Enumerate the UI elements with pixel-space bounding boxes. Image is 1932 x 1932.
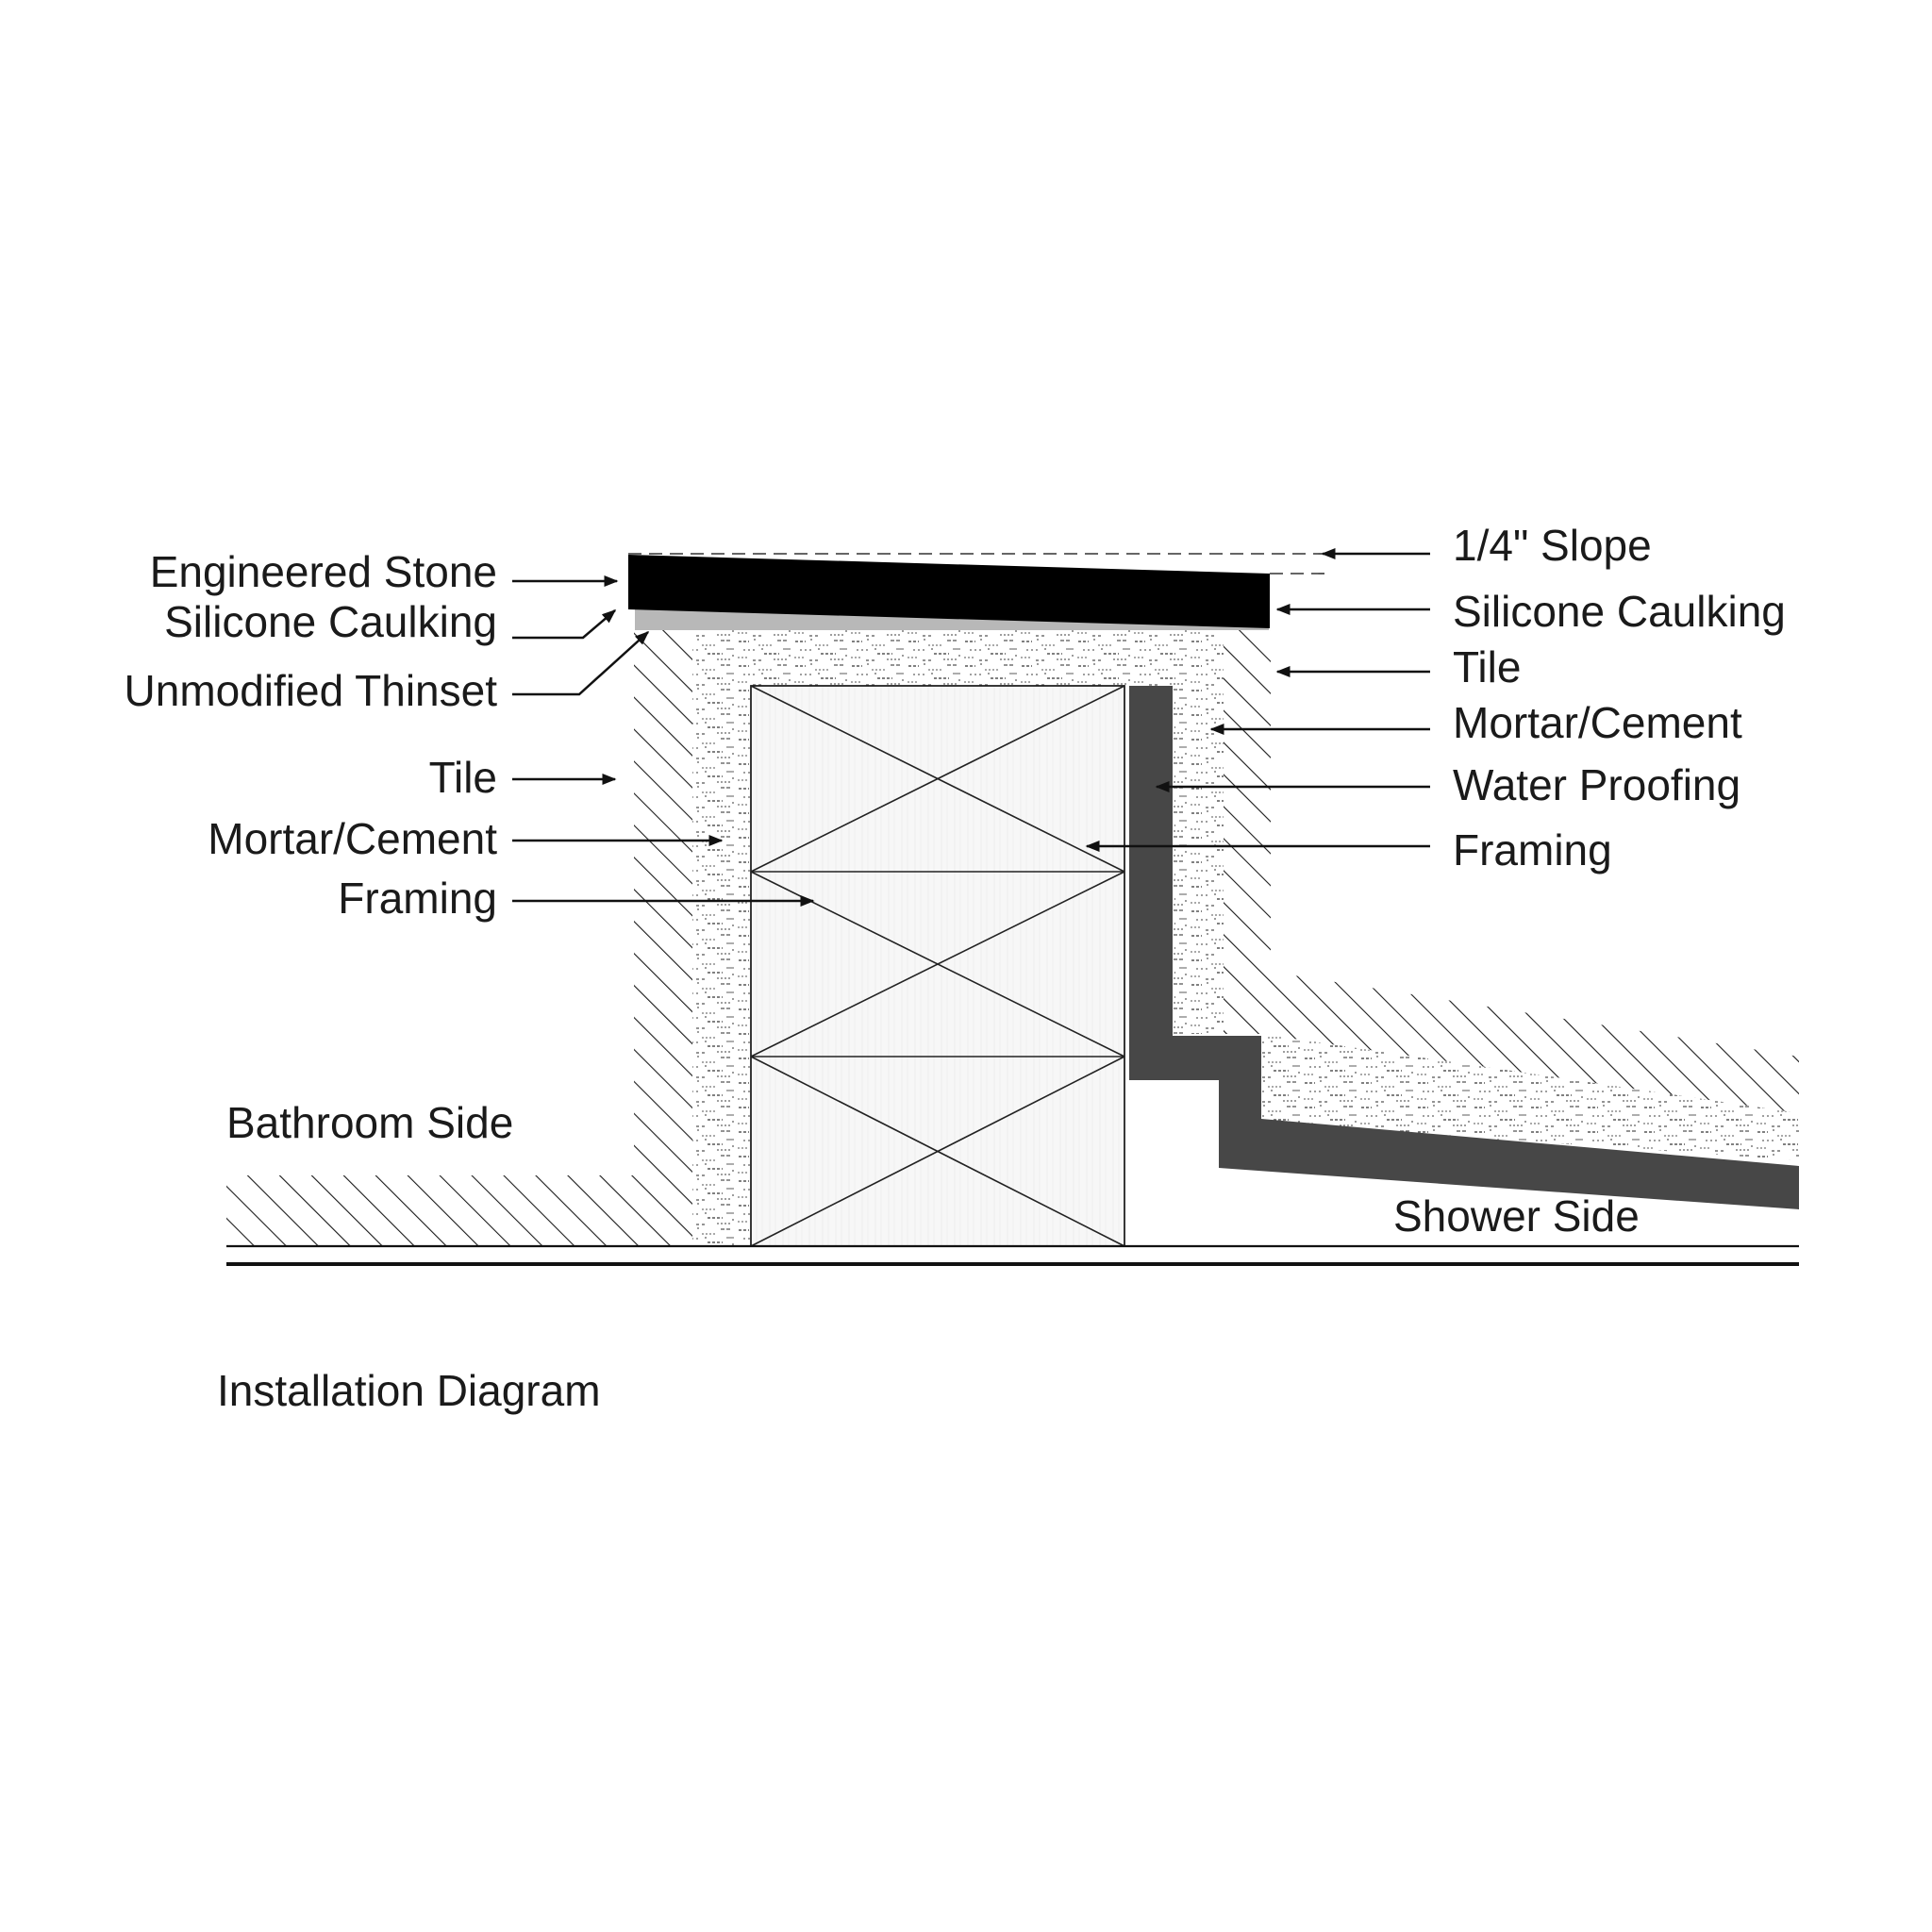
label-mortar-cement-right: Mortar/Cement <box>1453 698 1742 747</box>
label-tile-left: Tile <box>429 753 497 802</box>
right-callouts: 1/4" Slope Silicone Caulking Tile Mortar… <box>1085 521 1786 874</box>
slope-reference-lines <box>628 553 1330 575</box>
label-silicone-caulking-right: Silicone Caulking <box>1453 587 1786 636</box>
label-mortar-cement-left: Mortar/Cement <box>208 814 497 863</box>
leader-silicone-caulking-left <box>512 609 617 640</box>
label-water-proofing: Water Proofing <box>1453 760 1740 809</box>
label-bathroom-side: Bathroom Side <box>226 1098 513 1147</box>
diagram-caption: Installation Diagram <box>217 1366 601 1415</box>
engineered-stone-cap <box>628 555 1270 628</box>
leader-unmodified-thinset <box>512 630 650 696</box>
label-framing-right: Framing <box>1453 825 1612 874</box>
left-callouts: Engineered Stone Silicone Caulking Unmod… <box>125 547 815 923</box>
label-framing-left: Framing <box>338 874 497 923</box>
label-slope: 1/4" Slope <box>1453 521 1652 570</box>
label-silicone-caulking-left: Silicone Caulking <box>164 597 497 646</box>
label-unmodified-thinset: Unmodified Thinset <box>125 666 498 715</box>
left-wall-tile <box>634 630 692 1246</box>
right-wall-tile <box>1224 630 1799 1113</box>
shower-floor-mortar <box>1261 1036 1799 1158</box>
silicone-caulking-strip <box>635 609 1269 630</box>
framing <box>750 685 1125 1247</box>
label-tile-right: Tile <box>1453 642 1521 691</box>
label-engineered-stone: Engineered Stone <box>150 547 497 596</box>
bathroom-floor-tile <box>226 1175 634 1246</box>
label-shower-side: Shower Side <box>1393 1191 1640 1241</box>
